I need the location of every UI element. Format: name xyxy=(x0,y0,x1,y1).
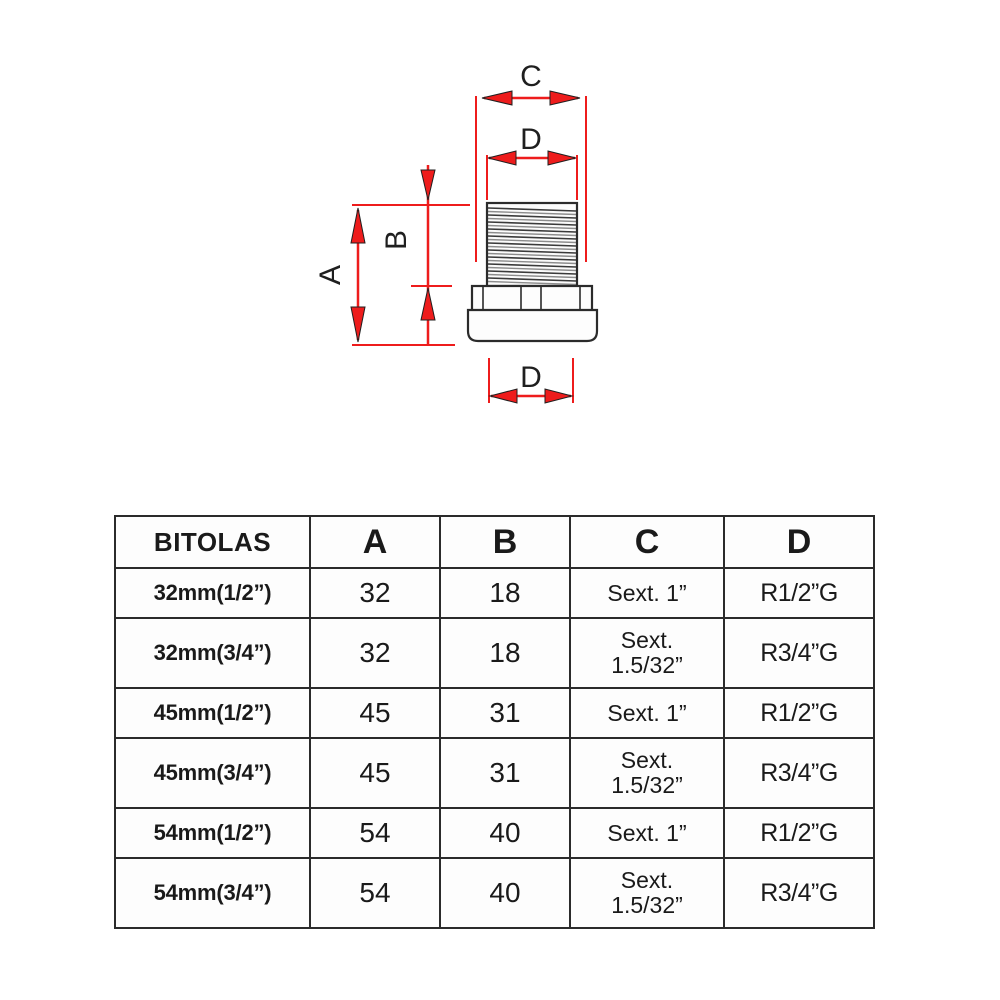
dimension-lines-group xyxy=(350,90,587,404)
dimension-label-d-bottom: D xyxy=(520,361,542,394)
column-header-b: B xyxy=(439,515,571,569)
specification-table-container: BITOLAS A B C D 32mm(1/2”) 32 18 Sext. 1… xyxy=(114,515,875,929)
d-bottom-arrow-left xyxy=(488,388,518,404)
cell-c: Sext. 1” xyxy=(569,807,725,859)
cell-a: 54 xyxy=(309,857,441,929)
column-header-d: D xyxy=(723,515,875,569)
table-row: 54mm(1/2”) 54 40 Sext. 1” R1/2”G xyxy=(114,807,875,859)
column-header-c: C xyxy=(569,515,725,569)
cell-c: Sext. 1” xyxy=(569,567,725,619)
cell-a: 54 xyxy=(309,807,441,859)
c-arrow-right xyxy=(549,90,581,106)
dimension-label-a: A xyxy=(314,265,347,285)
table-body: 32mm(1/2”) 32 18 Sext. 1” R1/2”G 32mm(3/… xyxy=(114,567,875,929)
table-row: 45mm(1/2”) 45 31 Sext. 1” R1/2”G xyxy=(114,687,875,739)
cell-c: Sext. 1.5/32” xyxy=(569,857,725,929)
fitting-dimension-svg: C D A B D xyxy=(314,60,599,404)
table-header: BITOLAS A B C D xyxy=(114,515,875,569)
a-arrow-top xyxy=(350,207,366,244)
cell-d: R1/2”G xyxy=(723,807,875,859)
cell-b: 31 xyxy=(439,687,571,739)
cell-c: Sext. 1.5/32” xyxy=(569,737,725,809)
a-arrow-bottom xyxy=(350,306,366,343)
table-header-row: BITOLAS A B C D xyxy=(114,515,875,569)
cell-c: Sext. 1.5/32” xyxy=(569,617,725,689)
cell-b: 18 xyxy=(439,567,571,619)
cell-d: R1/2”G xyxy=(723,687,875,739)
base-flange xyxy=(466,308,599,343)
technical-drawing: C D A B D xyxy=(0,0,1000,470)
fitting-body-group xyxy=(466,201,599,343)
dimension-label-c: C xyxy=(520,60,542,93)
cell-bitolas: 54mm(3/4”) xyxy=(114,857,311,929)
table-row: 54mm(3/4”) 54 40 Sext. 1.5/32” R3/4”G xyxy=(114,857,875,929)
table-row: 32mm(1/2”) 32 18 Sext. 1” R1/2”G xyxy=(114,567,875,619)
cell-b: 40 xyxy=(439,857,571,929)
cell-a: 32 xyxy=(309,617,441,689)
cell-bitolas: 32mm(1/2”) xyxy=(114,567,311,619)
d-top-arrow-left xyxy=(487,150,517,166)
cell-bitolas: 32mm(3/4”) xyxy=(114,617,311,689)
d-top-arrow-right xyxy=(547,150,577,166)
cell-bitolas: 45mm(1/2”) xyxy=(114,687,311,739)
cell-d: R3/4”G xyxy=(723,617,875,689)
cell-a: 45 xyxy=(309,687,441,739)
b-arrow-top xyxy=(420,169,436,201)
cell-b: 18 xyxy=(439,617,571,689)
cell-c: Sext. 1” xyxy=(569,687,725,739)
cell-bitolas: 45mm(3/4”) xyxy=(114,737,311,809)
d-bottom-arrow-right xyxy=(544,388,574,404)
thread-lines xyxy=(487,207,577,282)
column-header-bitolas: BITOLAS xyxy=(114,515,311,569)
cell-d: R3/4”G xyxy=(723,737,875,809)
cell-b: 40 xyxy=(439,807,571,859)
cell-b: 31 xyxy=(439,737,571,809)
column-header-a: A xyxy=(309,515,441,569)
cell-bitolas: 54mm(1/2”) xyxy=(114,807,311,859)
cell-a: 45 xyxy=(309,737,441,809)
dimension-label-b: B xyxy=(380,230,413,250)
cell-a: 32 xyxy=(309,567,441,619)
c-arrow-left xyxy=(481,90,513,106)
specification-table: BITOLAS A B C D 32mm(1/2”) 32 18 Sext. 1… xyxy=(114,515,875,929)
dimension-label-d-top: D xyxy=(520,123,542,156)
b-arrow-bottom xyxy=(420,287,436,321)
table-row: 45mm(3/4”) 45 31 Sext. 1.5/32” R3/4”G xyxy=(114,737,875,809)
cell-d: R3/4”G xyxy=(723,857,875,929)
table-row: 32mm(3/4”) 32 18 Sext. 1.5/32” R3/4”G xyxy=(114,617,875,689)
cell-d: R1/2”G xyxy=(723,567,875,619)
thread-root-lines xyxy=(487,210,577,286)
